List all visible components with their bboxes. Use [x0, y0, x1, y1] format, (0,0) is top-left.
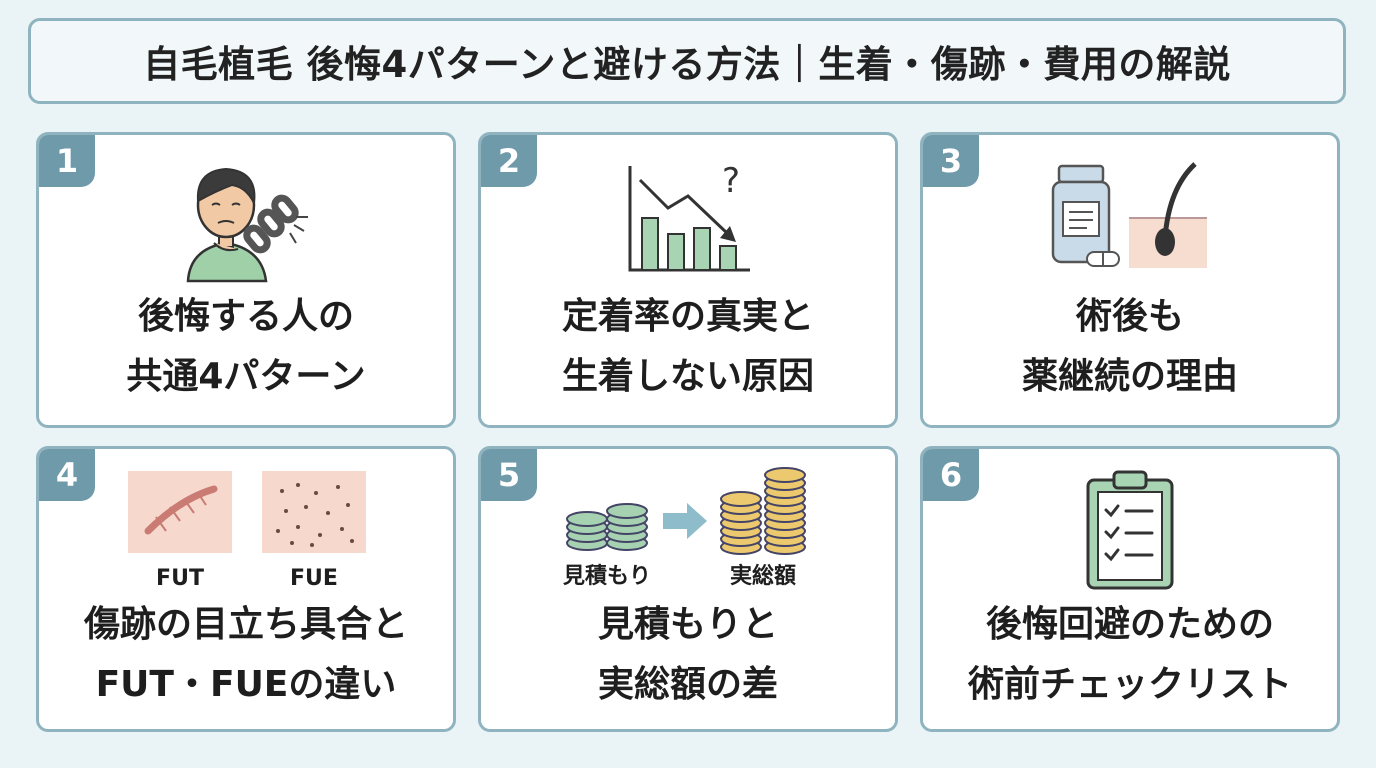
page-title: 自毛植毛 後悔4パターンと避ける方法｜生着・傷跡・費用の解説	[143, 43, 1231, 86]
card-number-badge: 6	[923, 449, 979, 501]
regretful-person-broken-chain-icon	[39, 153, 453, 283]
caption-line-1: 後悔する人の	[137, 296, 354, 337]
caption-line-1: 傷跡の目立ち具合と	[83, 604, 408, 645]
actual-total-label: 実総額	[730, 563, 796, 589]
card-caption: 傷跡の目立ち具合と FUT・FUEの違い	[39, 595, 453, 715]
card-number-badge: 5	[481, 449, 537, 501]
medicine-bottle-hair-follicle-icon	[923, 153, 1337, 283]
caption-line-1: 定着率の真実と	[561, 296, 814, 337]
card-4: 4 FUT FUE 傷跡の目立ち具合と FUT・FUEの違い	[36, 446, 456, 732]
clipboard-checklist-icon	[923, 465, 1337, 593]
card-6: 6 後悔回避のための 術前チェックリスト	[920, 446, 1340, 732]
caption-line-2: 共通4パターン	[126, 356, 366, 397]
caption-line-1: 見積もりと	[597, 604, 778, 645]
scar-comparison-icon: FUT FUE	[39, 469, 453, 595]
card-3: 3 術後も 薬継続の理由	[920, 132, 1340, 428]
svg-text:?: ?	[722, 161, 740, 201]
caption-line-1: 術後も	[1075, 296, 1184, 337]
fut-label: FUT	[156, 566, 204, 591]
caption-line-2: 術前チェックリスト	[967, 664, 1292, 705]
card-caption: 定着率の真実と 生着しない原因	[481, 287, 895, 407]
card-caption: 見積もりと 実総額の差	[481, 595, 895, 715]
caption-line-2: FUT・FUEの違い	[95, 664, 397, 705]
caption-line-2: 実総額の差	[597, 664, 778, 705]
card-caption: 後悔する人の 共通4パターン	[39, 287, 453, 407]
declining-chart-question-icon: ?	[481, 153, 895, 283]
coin-stacks-comparison-icon: 見積もり 実総額	[481, 465, 895, 595]
caption-line-1: 後悔回避のための	[985, 604, 1274, 645]
card-caption: 術後も 薬継続の理由	[923, 287, 1337, 407]
caption-line-2: 薬継続の理由	[1021, 356, 1238, 397]
title-banner: 自毛植毛 後悔4パターンと避ける方法｜生着・傷跡・費用の解説	[28, 18, 1346, 104]
card-5: 5 見積もり 実総額 見積もりと 実総額の差	[478, 446, 898, 732]
card-number-badge: 2	[481, 135, 537, 187]
caption-line-2: 生着しない原因	[561, 356, 814, 397]
card-1: 1 後悔する人の 共通4パターン	[36, 132, 456, 428]
card-number-badge: 1	[39, 135, 95, 187]
fue-label: FUE	[290, 566, 338, 591]
card-2: 2 ? 定着率の真実と 生着しない原因	[478, 132, 898, 428]
estimate-label: 見積もり	[563, 564, 651, 589]
card-number-badge: 4	[39, 449, 95, 501]
card-caption: 後悔回避のための 術前チェックリスト	[923, 595, 1337, 715]
card-number-badge: 3	[923, 135, 979, 187]
